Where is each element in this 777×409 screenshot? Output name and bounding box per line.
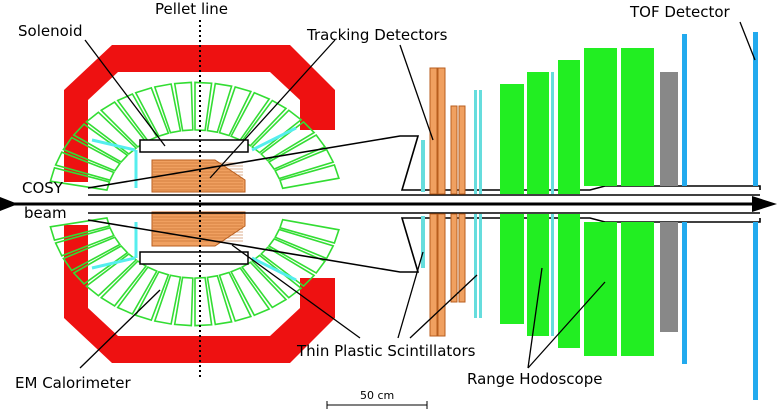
calorimeter-crystal — [194, 276, 213, 327]
calorimeter-crystal — [278, 164, 340, 190]
calorimeter-crystal — [153, 274, 182, 325]
calorimeter-crystal — [250, 254, 303, 299]
calorimeter-crystal — [134, 270, 170, 322]
calorimeter-crystal — [218, 271, 253, 322]
calorimeter-crystal — [54, 226, 115, 257]
tracking-chamber-lower — [151, 211, 246, 247]
solenoid-upper — [139, 139, 249, 153]
label-beam: beam — [24, 204, 67, 222]
calorimeter-crystal — [116, 92, 158, 142]
calorimeter-crystal — [72, 244, 129, 285]
calorimeter-crystal — [173, 81, 194, 132]
beam-arrow-left — [0, 197, 18, 211]
calorimeter-crystal — [62, 136, 122, 172]
calorimeter-crystal — [72, 123, 129, 164]
calorimeter-crystal — [134, 86, 170, 138]
forward-scintillators — [474, 90, 482, 318]
tof-bars — [682, 32, 758, 400]
calorimeter-crystal — [250, 109, 303, 154]
label-solenoid: Solenoid — [18, 22, 82, 40]
em-calorimeter-upper — [49, 45, 340, 193]
leader-lines — [79, 21, 756, 369]
calorimeter-crystal — [116, 266, 158, 316]
calorimeter-crystal — [274, 228, 335, 260]
window-scintillators — [421, 140, 425, 268]
calorimeter-crystal — [229, 267, 271, 317]
scale-bar: 50 cm — [326, 389, 428, 409]
calorimeter-crystal — [218, 86, 253, 137]
solenoid-coil-upper — [91, 126, 297, 188]
calorimeter-crystal — [54, 151, 115, 182]
calorimeter-crystal — [62, 236, 122, 272]
calorimeter-crystals-lower — [49, 217, 340, 327]
hodoscope-separators — [551, 72, 554, 336]
calorimeter-crystal — [194, 81, 213, 132]
label-thin-plastic-scintillators: Thin Plastic Scintillators — [296, 342, 476, 360]
em-calorimeter-lower — [49, 211, 340, 363]
calorimeter-crystal — [153, 83, 182, 134]
solenoid-lower — [139, 251, 249, 265]
label-pellet-line: Pellet line — [155, 0, 228, 18]
calorimeter-crystal — [267, 237, 327, 275]
calorimeter-crystal — [206, 82, 233, 134]
label-tof-detector: TOF Detector — [629, 3, 731, 21]
absorber — [660, 72, 678, 332]
forward-tracking-detectors — [429, 67, 466, 337]
label-range-hodoscope: Range Hodoscope — [467, 370, 602, 388]
scale-bar-label: 50 cm — [360, 389, 394, 402]
beam-arrow-right — [752, 196, 777, 212]
calorimeter-crystals-upper — [49, 81, 340, 191]
range-hodoscope — [500, 48, 654, 356]
calorimeter-crystal — [206, 274, 233, 326]
calorimeter-crystal — [267, 133, 327, 171]
calorimeter-crystal — [274, 148, 335, 180]
tracking-chamber-upper — [151, 159, 246, 193]
calorimeter-crystal — [229, 91, 271, 141]
calorimeter-crystal — [173, 276, 194, 327]
calorimeter-crystal — [278, 218, 340, 244]
label-em-calorimeter: EM Calorimeter — [15, 374, 131, 392]
label-tracking-detectors: Tracking Detectors — [306, 26, 448, 44]
label-cosy: COSY — [22, 179, 64, 197]
